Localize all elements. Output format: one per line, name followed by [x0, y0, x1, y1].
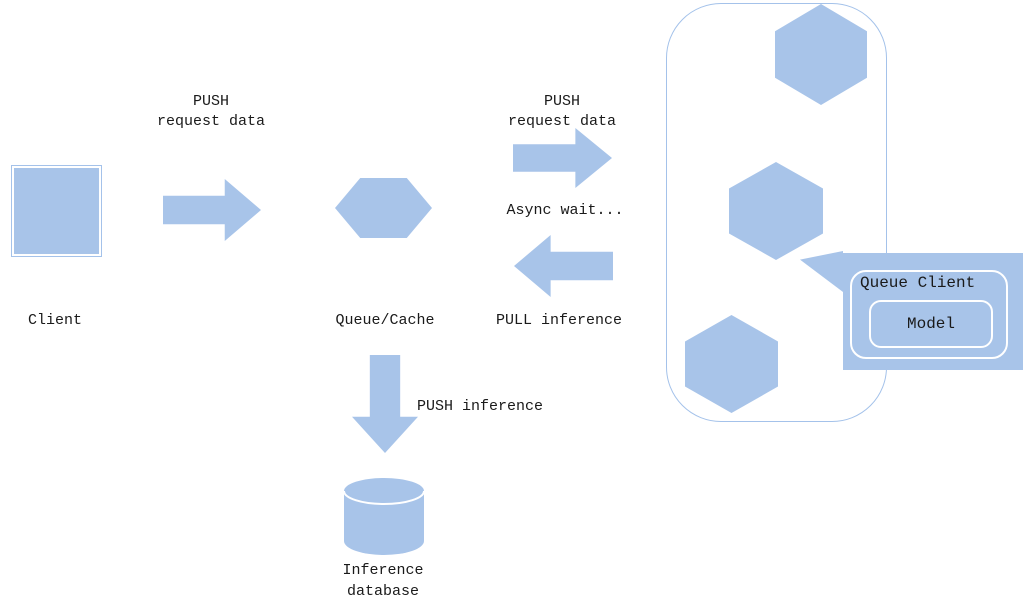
- push-request-data-label-left: PUSH request data: [131, 92, 291, 132]
- push-request-data-label-right: PUSH request data: [482, 92, 642, 132]
- client-node: [12, 166, 101, 256]
- model-box: Model: [869, 300, 993, 348]
- queue-cache-label: Queue/Cache: [335, 312, 435, 329]
- model-label: Model: [906, 315, 955, 333]
- push-inference-label: PUSH inference: [417, 398, 544, 415]
- queue-client-label: Queue Client: [860, 274, 976, 292]
- arrow-down-icon: [352, 355, 418, 453]
- arrow-left-icon: [514, 235, 613, 297]
- inference-db-line1: Inference: [342, 562, 424, 579]
- inference-database-label: Inference database: [303, 560, 463, 600]
- client-label: Client: [27, 312, 82, 329]
- push-request-line2: request data: [507, 113, 617, 130]
- arrow-right-icon: [513, 128, 612, 188]
- queue-client-box: [850, 270, 1008, 359]
- pull-inference-label: PULL inference: [495, 312, 623, 329]
- inference-db-line2: database: [346, 583, 419, 600]
- push-request-line1: PUSH: [543, 93, 580, 110]
- push-request-line2: request data: [156, 113, 266, 130]
- async-wait-label: Async wait...: [506, 202, 624, 219]
- worker-group-container: [666, 3, 887, 422]
- push-request-line1: PUSH: [192, 93, 229, 110]
- arrow-right-icon: [163, 179, 261, 241]
- queue-cache-hexagon: [335, 178, 432, 238]
- database-cylinder-icon: [343, 477, 425, 562]
